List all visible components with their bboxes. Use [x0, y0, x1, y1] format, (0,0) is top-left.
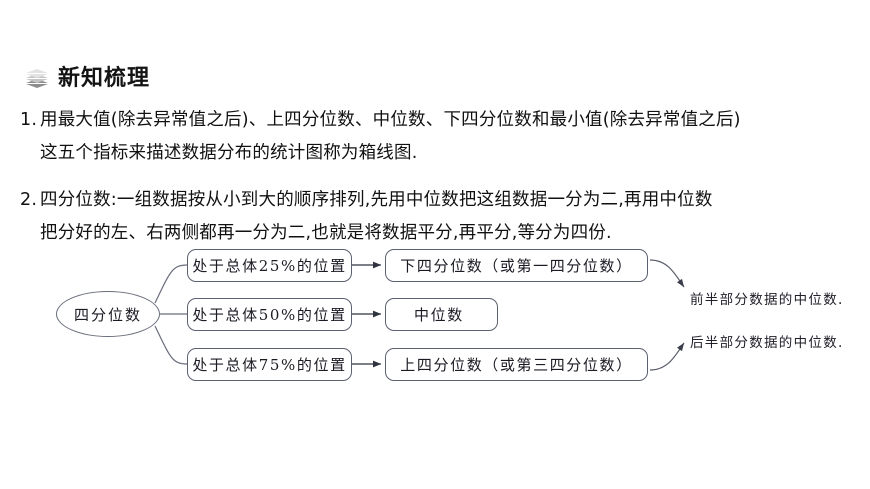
paragraph-1-line-1: 用最大值(除去异常值之后)、上四分位数、中位数、下四分位数和最小值(除去异常值之…	[40, 110, 741, 130]
diagram-annotation-first-half: 前半部分数据的中位数.	[690, 292, 844, 308]
paragraph-2-body: 四分位数:一组数据按从小到大的顺序排列,先用中位数把这组数据一分为二,再用中位数…	[40, 184, 860, 250]
diagram-node-position-25: 处于总体25%的位置	[187, 249, 352, 282]
diagram-node-position-50: 处于总体50%的位置	[187, 298, 352, 331]
diagram-node-lower-quartile: 下四分位数（或第一四分位数）	[385, 249, 648, 282]
quartile-flow-diagram: 四分位数 处于总体25%的位置 处于总体50%的位置 处于总体75%的位置 下四…	[0, 238, 870, 398]
section-title: 新知梳理	[58, 66, 151, 91]
diagram-node-position-25-label: 处于总体25%的位置	[192, 257, 347, 275]
branch-root-to-position-3	[154, 325, 188, 365]
paragraph-1-line-2: 这五个指标来描述数据分布的统计图称为箱线图.	[40, 143, 418, 163]
paragraph-1: 1. 用最大值(除去异常值之后)、上四分位数、中位数、下四分位数和最小值(除去异…	[20, 104, 860, 170]
diagram-node-quartile-root: 四分位数	[56, 291, 160, 337]
diagram-node-position-50-label: 处于总体50%的位置	[192, 306, 347, 324]
diagram-connectors	[154, 259, 685, 371]
section-header: 新知梳理	[26, 68, 150, 90]
arrow-result-1-to-annotation-1	[649, 259, 685, 288]
diagram-node-median-label: 中位数	[414, 306, 464, 324]
diagram-node-quartile-root-label: 四分位数	[73, 305, 142, 324]
paragraph-2-line-2: 把分好的左、右两侧都再一分为二,也就是将数据平分,再平分,等分为四份.	[40, 223, 612, 243]
paragraph-1-number: 1.	[20, 110, 38, 130]
diagram-node-lower-quartile-label: 下四分位数（或第一四分位数）	[400, 257, 633, 275]
diagram-node-position-75-label: 处于总体75%的位置	[192, 356, 347, 374]
lesson-content: 1. 用最大值(除去异常值之后)、上四分位数、中位数、下四分位数和最小值(除去异…	[20, 104, 860, 264]
paragraph-2-number: 2.	[20, 190, 38, 210]
diagram-node-upper-quartile: 上四分位数（或第三四分位数）	[385, 348, 648, 381]
layers-icon	[26, 69, 49, 89]
diagram-node-upper-quartile-label: 上四分位数（或第三四分位数）	[400, 356, 633, 374]
diagram-annotation-second-half: 后半部分数据的中位数.	[690, 335, 844, 351]
paragraph-1-body: 用最大值(除去异常值之后)、上四分位数、中位数、下四分位数和最小值(除去异常值之…	[40, 104, 860, 170]
paragraph-2-line-1: 四分位数:一组数据按从小到大的顺序排列,先用中位数把这组数据一分为二,再用中位数	[40, 190, 713, 210]
branch-root-to-position-1	[154, 264, 188, 304]
paragraph-2: 2. 四分位数:一组数据按从小到大的顺序排列,先用中位数把这组数据一分为二,再用…	[20, 184, 860, 250]
diagram-node-median: 中位数	[385, 298, 498, 331]
arrow-result-3-to-annotation-2	[649, 342, 685, 371]
diagram-node-position-75: 处于总体75%的位置	[187, 348, 352, 381]
